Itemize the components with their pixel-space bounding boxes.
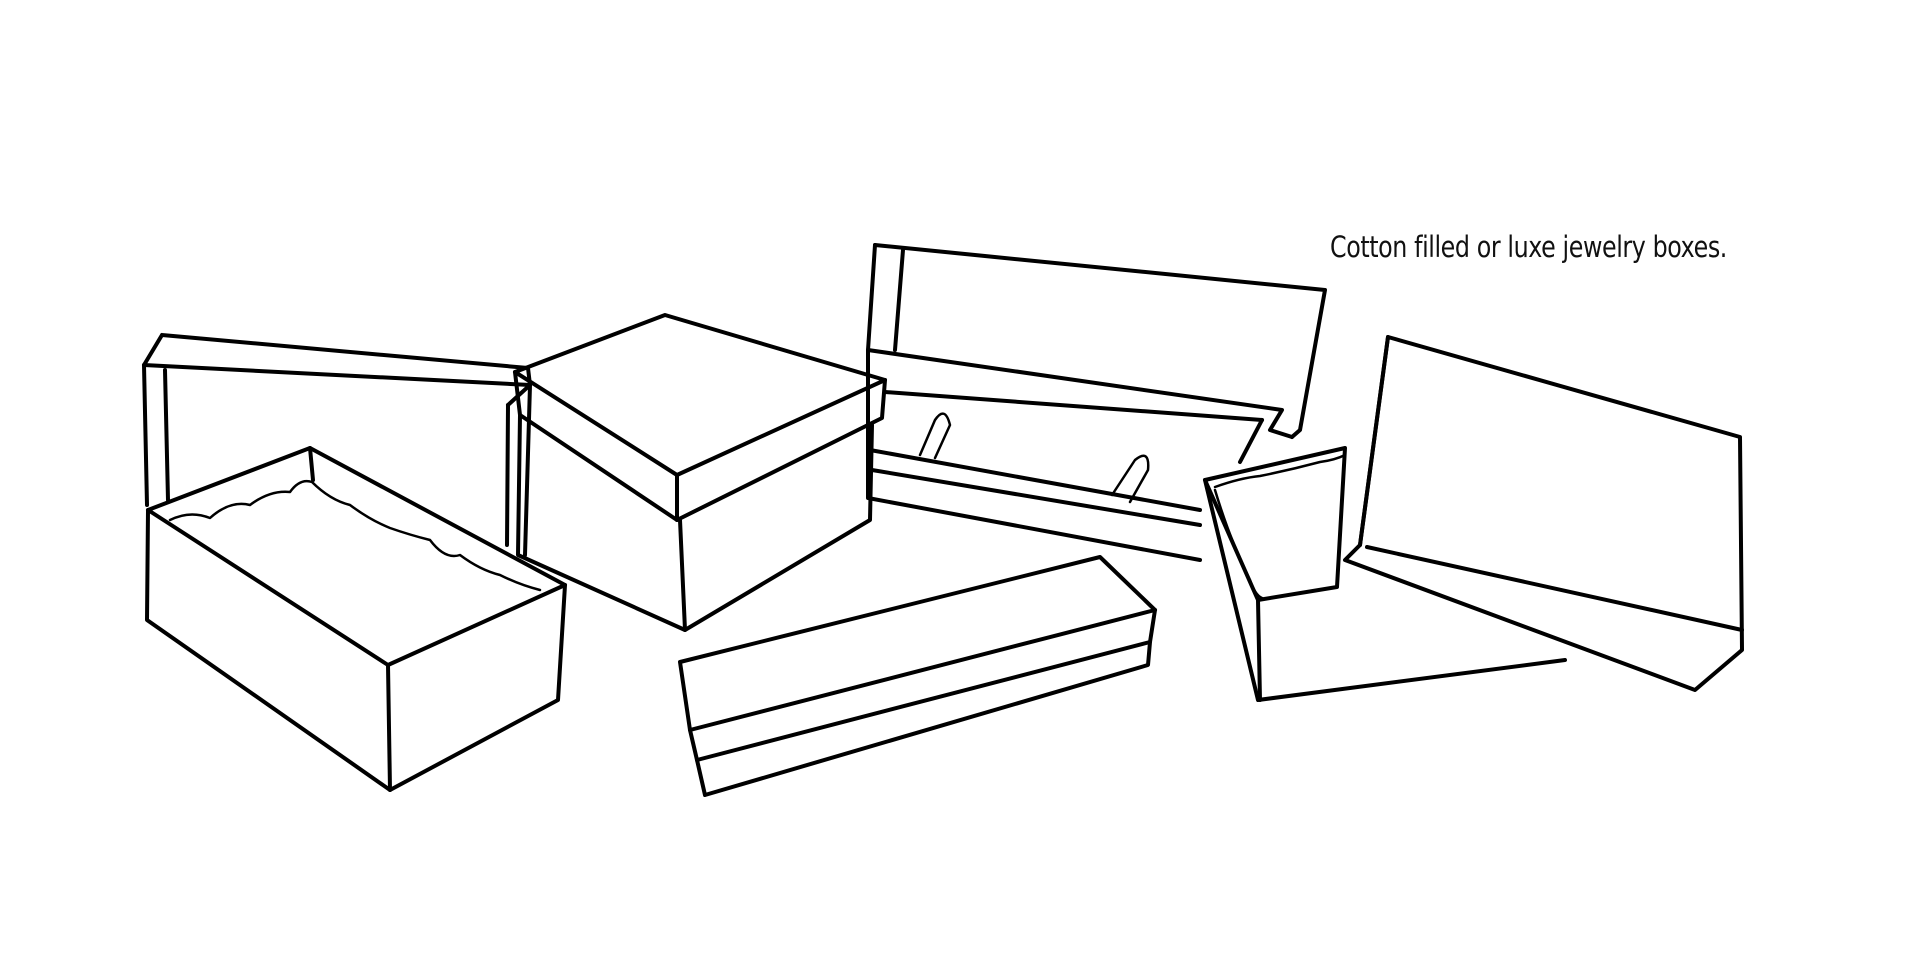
right-box-lid: [1343, 335, 1744, 692]
center-square-box: [513, 313, 887, 632]
caption-text: Cotton filled or luxe jewelry boxes.: [1330, 230, 1727, 264]
center-open-bracelet-box: [866, 243, 1327, 562]
long-flat-box: [678, 555, 1157, 797]
left-box-lid: [142, 333, 532, 557]
left-box-base: [145, 446, 567, 792]
right-box-base-with-cotton: [1203, 446, 1567, 702]
